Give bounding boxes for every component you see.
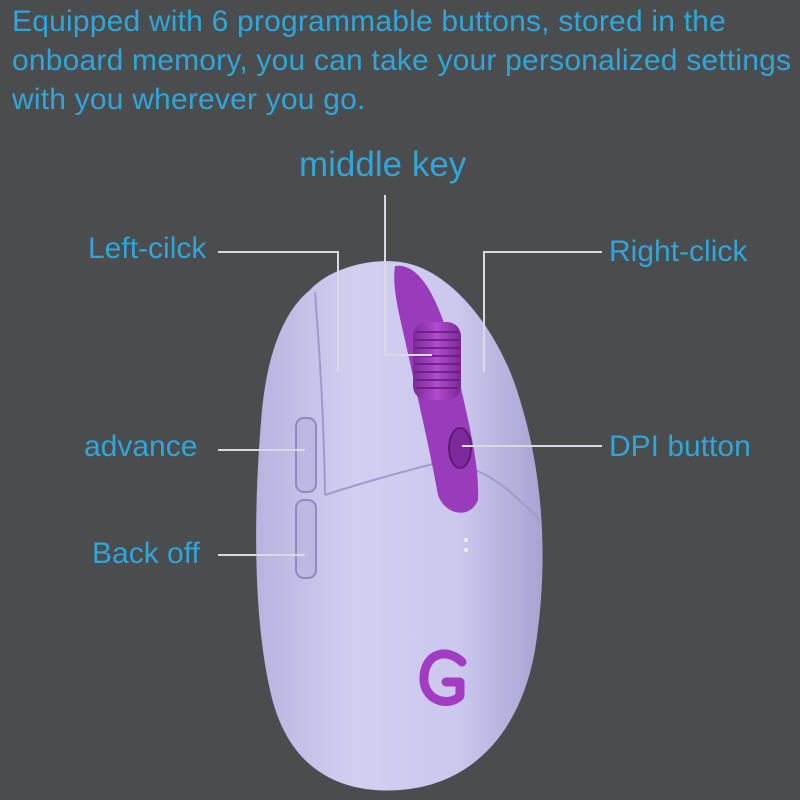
label-advance: advance (84, 430, 198, 463)
leader-right-click (483, 251, 602, 372)
mouse-body (256, 261, 543, 791)
logitech-g-icon (419, 649, 467, 706)
dpi-button-shape (448, 427, 472, 469)
label-dpi-button: DPI button (609, 430, 751, 463)
leader-middle-key (384, 195, 432, 356)
left-button-seam (314, 291, 326, 496)
label-right-click: Right-click (609, 235, 748, 268)
label-middle-key: middle key (299, 145, 467, 184)
indicator-dot (464, 548, 468, 552)
headline-text: Equipped with 6 programmable buttons, st… (12, 5, 792, 116)
label-back-off: Back off (92, 537, 200, 570)
side-button-back (295, 499, 317, 579)
indicator-dot (464, 538, 468, 542)
leader-left-click (218, 251, 339, 372)
label-left-click: Left-cilck (88, 232, 207, 265)
button-split-seam (324, 461, 541, 521)
scroll-wheel (413, 322, 461, 400)
side-button-forward (295, 417, 317, 493)
